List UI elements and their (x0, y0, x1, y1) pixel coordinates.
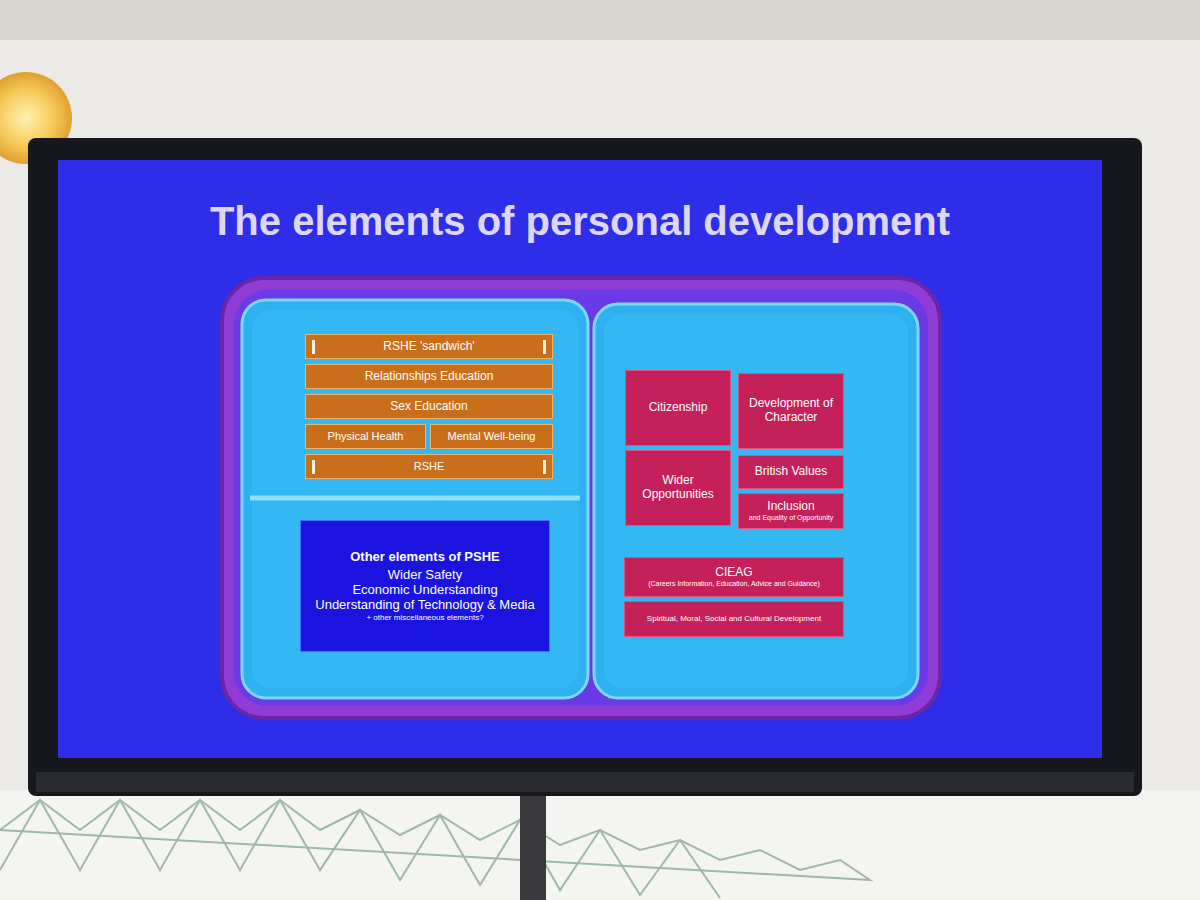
mounting-pole (520, 790, 546, 900)
lunchbox-illustration (222, 278, 940, 718)
slide-title: The elements of personal development (60, 198, 1100, 244)
rshe-filling-bar: Relationships Education (305, 364, 553, 389)
personal-development-band: CIEAG(Careers Information, Education, Ad… (624, 557, 844, 597)
window-area (0, 790, 1200, 900)
ceiling-band (0, 0, 1200, 40)
rshe-filling-bar: Physical Health (305, 424, 426, 449)
node-label: RSHE 'sandwich' (383, 340, 474, 354)
node-label: Inclusion (767, 500, 814, 514)
rshe-bread-bar: RSHE 'sandwich' (305, 334, 553, 359)
bread-crust-mark (543, 460, 546, 474)
bezel-bottom (36, 772, 1134, 792)
personal-development-tile: British Values (738, 455, 844, 489)
rshe-filling-bar: Sex Education (305, 394, 553, 419)
node-label: Mental Well-being (448, 430, 536, 443)
lunchbox-outer (222, 278, 940, 718)
node-label: Citizenship (649, 401, 708, 415)
right-compartment (594, 304, 918, 698)
node-subtext: (Careers Information, Education, Advice … (648, 580, 820, 588)
node-label: British Values (755, 465, 827, 479)
node-label: Physical Health (328, 430, 404, 443)
personal-development-tile: Development of Character (738, 373, 844, 449)
right-compartment-floor (604, 314, 908, 688)
compartment-divider (250, 496, 580, 501)
screen-bezel (28, 138, 1142, 796)
pshe-panel: Other elements of PSHE Wider SafetyEconom… (300, 520, 550, 652)
personal-development-tile: Citizenship (625, 370, 731, 446)
node-label: Spiritual, Moral, Social and Cultural De… (647, 614, 821, 623)
node-label: Other elements of PSHE (350, 550, 500, 565)
rshe-filling-bar: Mental Well-being (430, 424, 553, 449)
personal-development-tile: Wider Opportunities (625, 450, 731, 526)
node-subtext: Understanding of Technology & Media (315, 598, 534, 613)
bread-crust-mark (312, 340, 315, 354)
rshe-bread-bar: RSHE (305, 454, 553, 479)
personal-development-band: Spiritual, Moral, Social and Cultural De… (624, 601, 844, 637)
node-subtext: and Equality of Opportunity (749, 514, 833, 522)
node-subtext: + other miscellaneous elements? (366, 613, 483, 622)
left-compartment (242, 300, 588, 698)
node-label: CIEAG (715, 566, 752, 580)
slide-background (58, 160, 1102, 758)
node-label: Relationships Education (365, 370, 494, 384)
bread-crust-mark (312, 460, 315, 474)
bread-crust-mark (543, 340, 546, 354)
node-subtext: Wider Safety (388, 568, 462, 583)
node-label: RSHE (414, 460, 445, 473)
glass-roof (0, 800, 870, 898)
node-label: Development of Character (743, 397, 839, 425)
node-label: Sex Education (390, 400, 467, 414)
node-subtext: Economic Understanding (352, 583, 497, 598)
personal-development-tile: Inclusionand Equality of Opportunity (738, 493, 844, 529)
node-label: Wider Opportunities (630, 474, 726, 502)
lunchbox-inner (234, 290, 928, 706)
